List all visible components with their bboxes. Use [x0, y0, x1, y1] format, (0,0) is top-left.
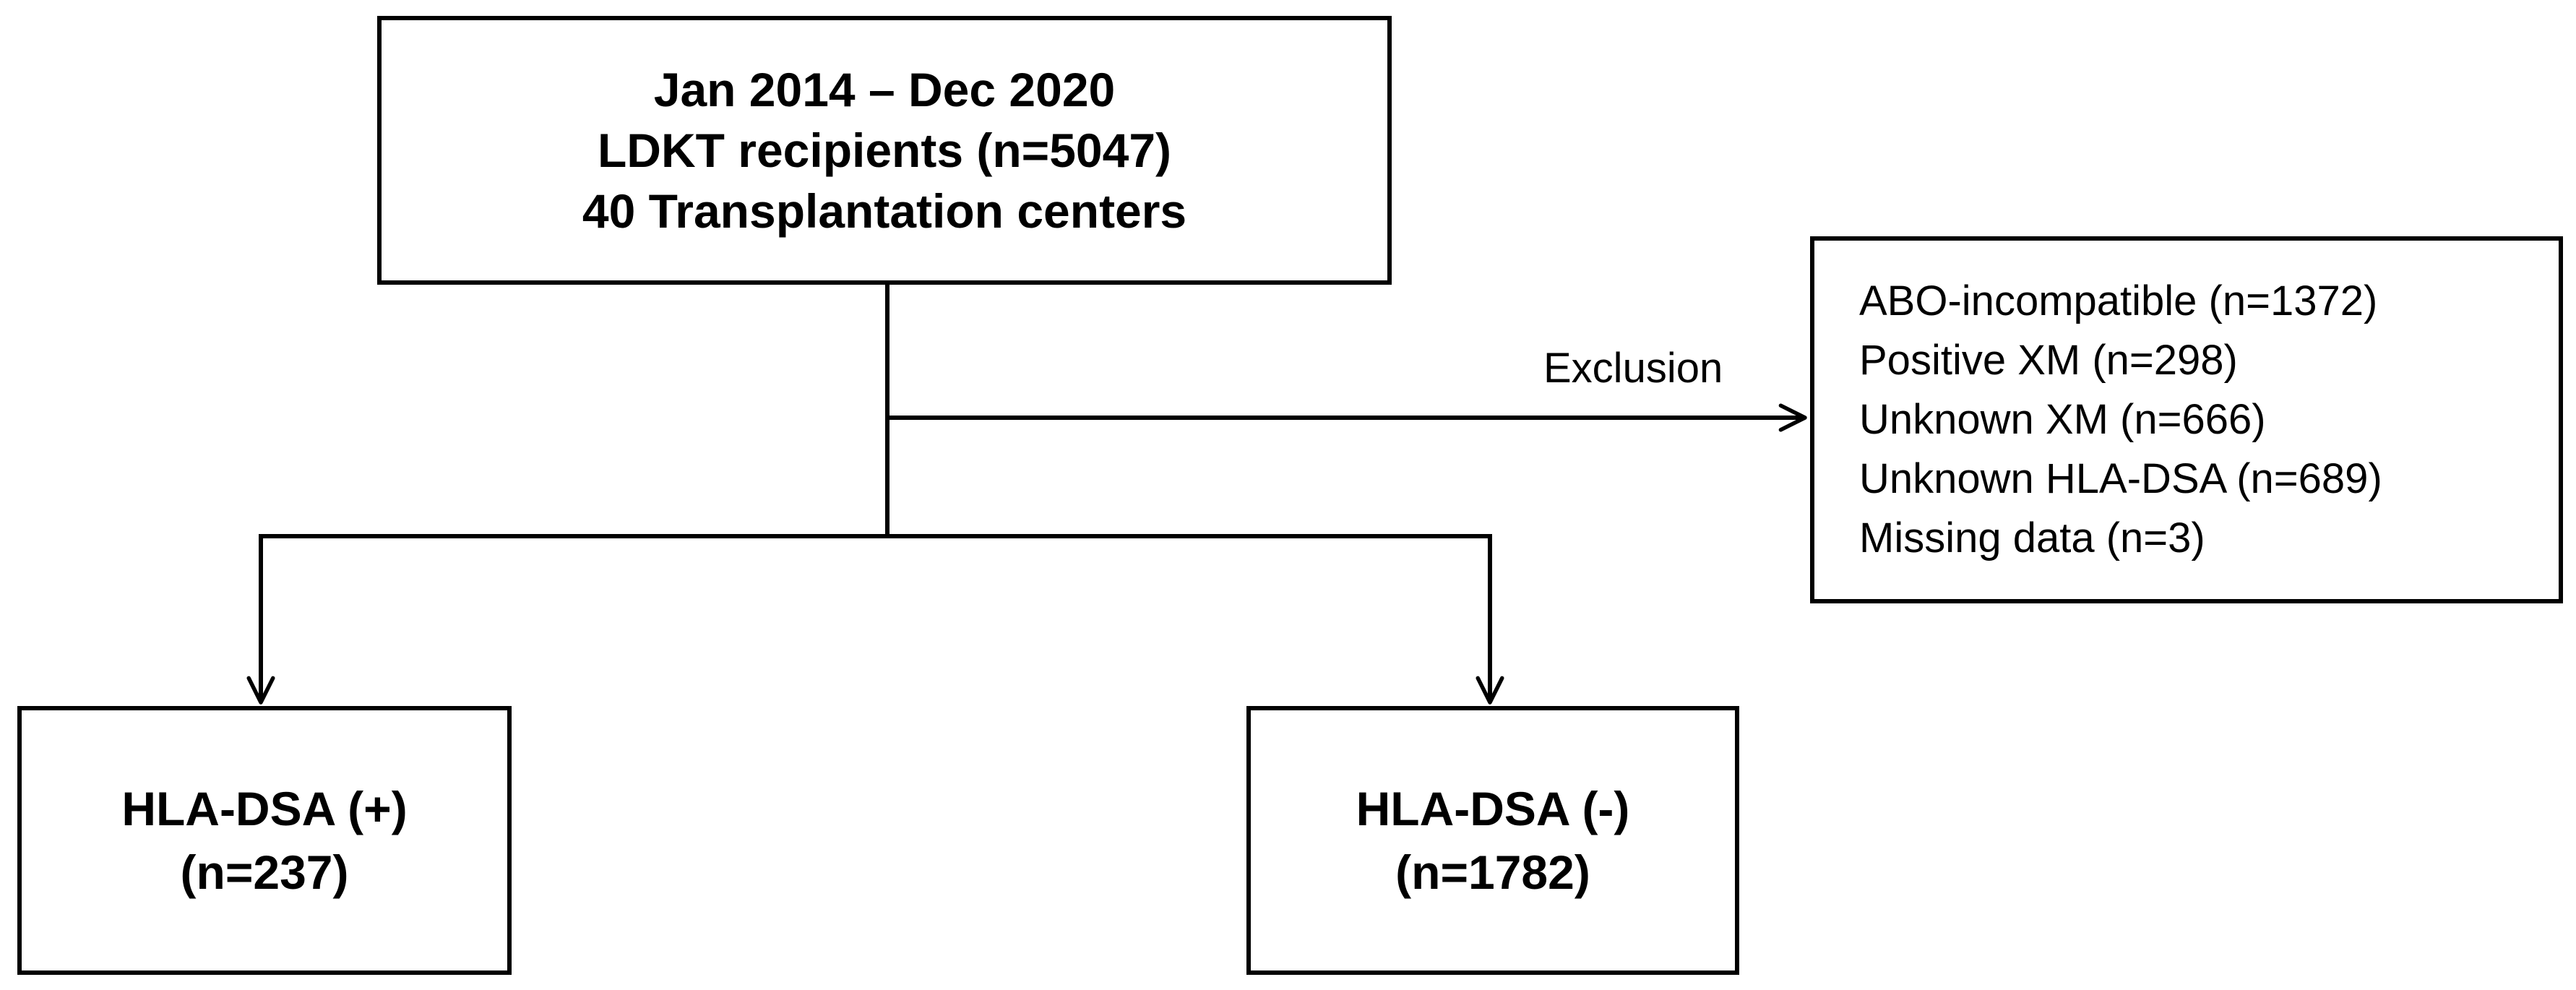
recipients-text: LDKT recipients (n=5047)	[597, 124, 1172, 177]
group-count: (n=237)	[180, 845, 349, 899]
group-count: (n=1782)	[1395, 845, 1590, 899]
dsa-negative-box: HLA-DSA (-) (n=1782)	[1246, 706, 1739, 975]
group-name: HLA-DSA (-)	[1356, 782, 1630, 835]
group-name: HLA-DSA (+)	[121, 782, 408, 835]
exclusion-item: Unknown XM (n=666)	[1859, 396, 2266, 443]
exclusion-item: ABO-incompatible (n=1372)	[1859, 277, 2378, 324]
exclusion-item: Unknown HLA-DSA (n=689)	[1859, 455, 2382, 502]
study-population-box: Jan 2014 – Dec 2020 LDKT recipients (n=5…	[377, 16, 1392, 285]
dsa-positive-box: HLA-DSA (+) (n=237)	[17, 706, 512, 975]
exclusion-box: ABO-incompatible (n=1372) Positive XM (n…	[1810, 236, 2563, 603]
period-text: Jan 2014 – Dec 2020	[653, 63, 1116, 116]
exclusion-label: Exclusion	[1543, 345, 1723, 392]
exclusion-item: Missing data (n=3)	[1859, 515, 2205, 561]
centers-text: 40 Transplantation centers	[582, 184, 1187, 238]
exclusion-item: Positive XM (n=298)	[1859, 337, 2238, 384]
